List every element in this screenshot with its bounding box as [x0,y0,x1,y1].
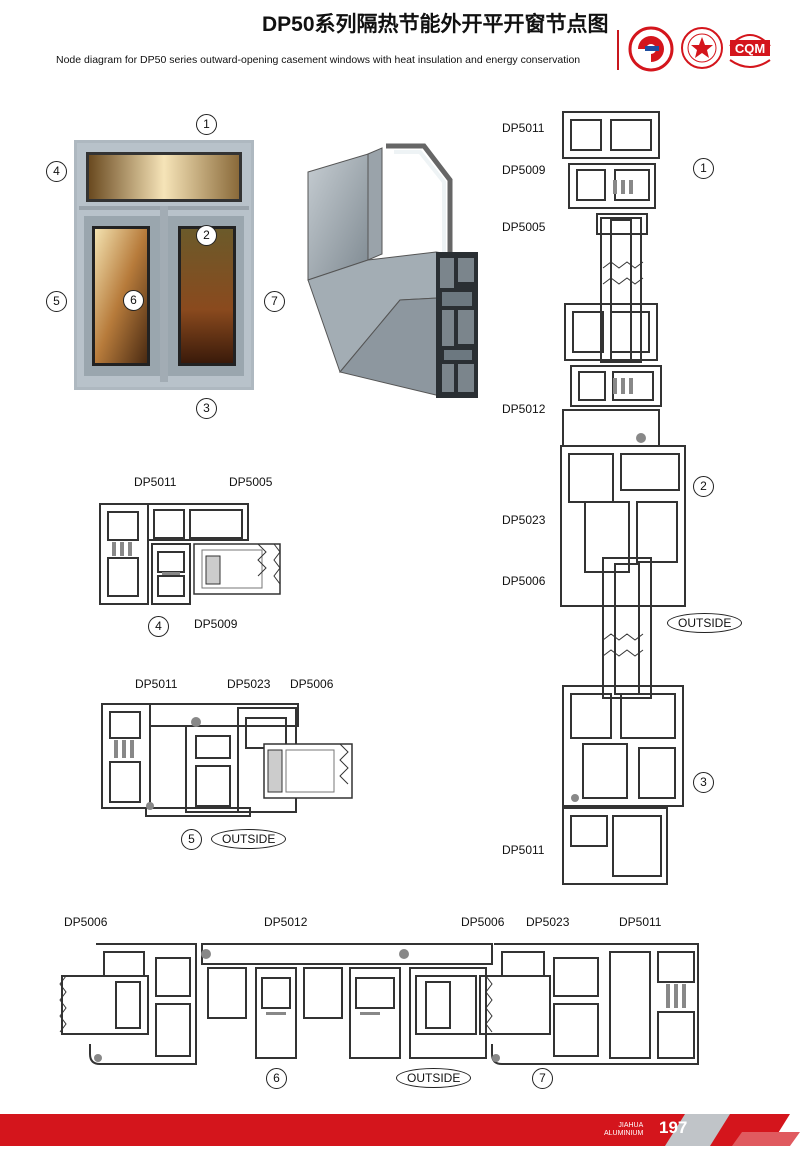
footer-brand-bottom: ALUMINIUM [604,1130,644,1137]
label-dp5023-right: DP5023 [502,513,546,527]
jiahua-logo-icon [628,26,674,72]
marker-5-section: 5 [181,829,202,850]
marker-2-section: 2 [693,476,714,497]
marker-1-elevation: 1 [196,114,217,135]
cqm-logo-icon: CQM [729,34,771,68]
node-4-section-drawing [99,503,281,605]
footer-brand: JIAHUA ALUMINIUM [604,1122,643,1138]
label-dp5023-node7: DP5023 [526,915,570,929]
marker-7-elevation: 7 [264,291,285,312]
footer-brand-top: JIAHUA [618,1122,644,1129]
label-dp5012-right: DP5012 [502,402,546,416]
label-dp5011-bottom-right: DP5011 [502,843,545,857]
label-dp5006-node7: DP5006 [461,915,505,929]
page-number: 197 [659,1118,688,1137]
label-dp5009-right: DP5009 [502,163,546,177]
label-dp5006-right: DP5006 [502,574,546,588]
marker-3-section: 3 [693,772,714,793]
marker-6-elevation: 6 [123,290,144,311]
label-dp5006-node5: DP5006 [290,677,334,691]
marker-6-section: 6 [266,1068,287,1089]
page-subtitle: Node diagram for DP50 series outward-ope… [56,54,581,66]
title-divider [617,30,619,70]
label-dp5012-node6: DP5012 [264,915,308,929]
page-title: DP50系列隔热节能外开平开窗节点图 [262,13,609,36]
vertical-section-drawing [560,111,686,885]
cqm-logo-text: CQM [735,41,765,56]
marker-3-elevation: 3 [196,398,217,419]
label-dp5011-node4: DP5011 [134,475,177,489]
outside-label-bottom: OUTSIDE [396,1068,472,1088]
certification-seal-icon [681,27,723,69]
marker-1-section: 1 [693,158,714,179]
footer-red-band-graphic [0,1114,800,1146]
horizontal-section-drawing [59,943,699,1065]
label-dp5011-node7: DP5011 [619,915,662,929]
label-dp5009-node4: DP5009 [194,617,238,631]
label-dp5011-node5: DP5011 [135,677,178,691]
marker-4-section: 4 [148,616,169,637]
label-dp5005-right: DP5005 [502,220,546,234]
marker-7-section: 7 [532,1068,553,1089]
node-5-section-drawing [101,703,353,817]
marker-2-elevation: 2 [196,225,217,246]
outside-label-right: OUTSIDE [667,613,743,633]
marker-4-elevation: 4 [46,161,67,182]
label-dp5011-top-right: DP5011 [502,121,545,135]
label-dp5005-node4: DP5005 [229,475,273,489]
label-dp5006-node6: DP5006 [64,915,108,929]
marker-5-elevation: 5 [46,291,67,312]
outside-label-node5: OUTSIDE [211,829,287,849]
window-elevation-illustration [74,140,254,390]
corner-section-3d-illustration [307,143,478,398]
label-dp5023-node5: DP5023 [227,677,271,691]
